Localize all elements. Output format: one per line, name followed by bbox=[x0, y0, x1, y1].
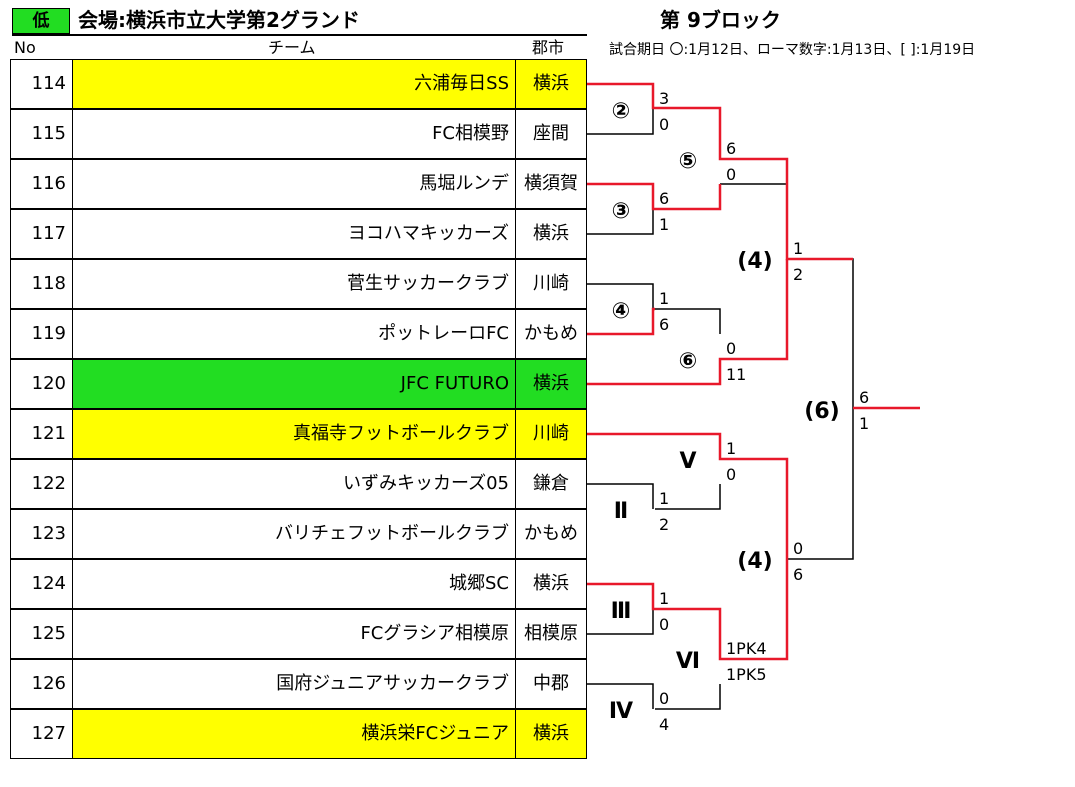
score: 1PK4 bbox=[726, 639, 767, 658]
team-city: 横浜 bbox=[515, 709, 587, 759]
match-label: Ⅴ bbox=[679, 449, 696, 474]
score: 1 bbox=[659, 589, 669, 608]
match-label: Ⅱ bbox=[614, 499, 629, 524]
team-city: 横浜 bbox=[515, 559, 587, 609]
team-city: 横浜 bbox=[515, 359, 587, 409]
team-city: 横須賀 bbox=[515, 159, 587, 209]
table-row: 123 バリチェフットボールクラブ かもめ bbox=[10, 509, 587, 559]
venue-title: 会場:横浜市立大学第2グランド bbox=[78, 8, 360, 32]
score: 6 bbox=[659, 315, 669, 334]
score: 2 bbox=[659, 515, 669, 534]
team-city: 川崎 bbox=[515, 409, 587, 459]
score: 0 bbox=[726, 165, 736, 184]
match-label: ⑤ bbox=[679, 149, 698, 174]
score: 6 bbox=[726, 139, 736, 158]
table-row: 121 真福寺フットボールクラブ 川崎 bbox=[10, 409, 587, 459]
column-header-no: No bbox=[14, 38, 36, 57]
match-label: ② bbox=[612, 99, 631, 124]
table-row: 120 JFC FUTURO 横浜 bbox=[10, 359, 587, 409]
header-underline bbox=[12, 34, 587, 36]
score: 6 bbox=[659, 189, 669, 208]
score: 0 bbox=[659, 689, 669, 708]
table-row: 114 六浦毎日SS 横浜 bbox=[10, 59, 587, 109]
table-row: 118 菅生サッカークラブ 川崎 bbox=[10, 259, 587, 309]
match-labels: ② ③ ④ ⑤ ⑥ (4) Ⅱ Ⅲ Ⅳ Ⅴ Ⅵ (4) (6) bbox=[609, 99, 840, 724]
column-header-city: 郡市 bbox=[532, 38, 565, 57]
score: 6 bbox=[793, 565, 803, 584]
table-row: 117 ヨコハマキッカーズ 横浜 bbox=[10, 209, 587, 259]
team-city: 横浜 bbox=[515, 59, 587, 109]
score: 1 bbox=[659, 215, 669, 234]
match-label: ③ bbox=[612, 199, 631, 224]
score: 1PK5 bbox=[726, 665, 767, 684]
score: 6 bbox=[859, 388, 869, 407]
table-row: 125 FCグラシア相模原 相模原 bbox=[10, 609, 587, 659]
table-row: 124 城郷SC 横浜 bbox=[10, 559, 587, 609]
level-badge: 低 bbox=[12, 8, 70, 34]
score: 1 bbox=[859, 414, 869, 433]
match-scores: 3 0 6 1 1 6 6 0 0 11 1 2 1 2 1 0 0 4 1 0… bbox=[659, 89, 869, 734]
match-label: (6) bbox=[804, 399, 839, 424]
score: 1 bbox=[659, 489, 669, 508]
score: 0 bbox=[659, 115, 669, 134]
match-label: Ⅳ bbox=[609, 699, 634, 724]
match-label: Ⅵ bbox=[676, 649, 700, 674]
table-row: 127 横浜栄FCジュニア 横浜 bbox=[10, 709, 587, 759]
score: 1 bbox=[793, 239, 803, 258]
team-name: 横浜栄FCジュニア bbox=[72, 709, 516, 759]
match-label: ⑥ bbox=[679, 349, 698, 374]
team-city: かもめ bbox=[515, 309, 587, 359]
score: 11 bbox=[726, 365, 746, 384]
block-title: 第 9ブロック bbox=[660, 8, 781, 32]
team-city: 中郡 bbox=[515, 659, 587, 709]
score: 1 bbox=[659, 289, 669, 308]
team-name: 真福寺フットボールクラブ bbox=[72, 409, 516, 459]
team-name: 六浦毎日SS bbox=[72, 59, 516, 109]
team-city: 相模原 bbox=[515, 609, 587, 659]
score: 0 bbox=[726, 465, 736, 484]
bracket-lines-won bbox=[587, 82, 920, 661]
team-city: 座間 bbox=[515, 109, 587, 159]
score: 0 bbox=[793, 539, 803, 558]
table-row: 116 馬堀ルンデ 横須賀 bbox=[10, 159, 587, 209]
match-label: Ⅲ bbox=[611, 599, 632, 624]
team-city: 鎌倉 bbox=[515, 459, 587, 509]
score: 0 bbox=[659, 615, 669, 634]
table-row: 122 いずみキッカーズ05 鎌倉 bbox=[10, 459, 587, 509]
match-label: ④ bbox=[612, 299, 631, 324]
team-name: JFC FUTURO bbox=[72, 359, 516, 409]
score: 4 bbox=[659, 715, 669, 734]
match-dates-note: 試合期日 〇:1月12日、ローマ数字:1月13日、[ ]:1月19日 bbox=[609, 42, 976, 58]
team-city: 横浜 bbox=[515, 209, 587, 259]
table-row: 126 国府ジュニアサッカークラブ 中郡 bbox=[10, 659, 587, 709]
score: 1 bbox=[726, 439, 736, 458]
score: 3 bbox=[659, 89, 669, 108]
table-row: 115 FC相模野 座間 bbox=[10, 109, 587, 159]
column-header-team: チーム bbox=[268, 38, 316, 57]
match-label: (4) bbox=[737, 549, 772, 574]
team-city: 川崎 bbox=[515, 259, 587, 309]
score: 2 bbox=[793, 265, 803, 284]
team-city: かもめ bbox=[515, 509, 587, 559]
table-row: 119 ポットレーロFC かもめ bbox=[10, 309, 587, 359]
match-label: (4) bbox=[737, 249, 772, 274]
score: 0 bbox=[726, 339, 736, 358]
